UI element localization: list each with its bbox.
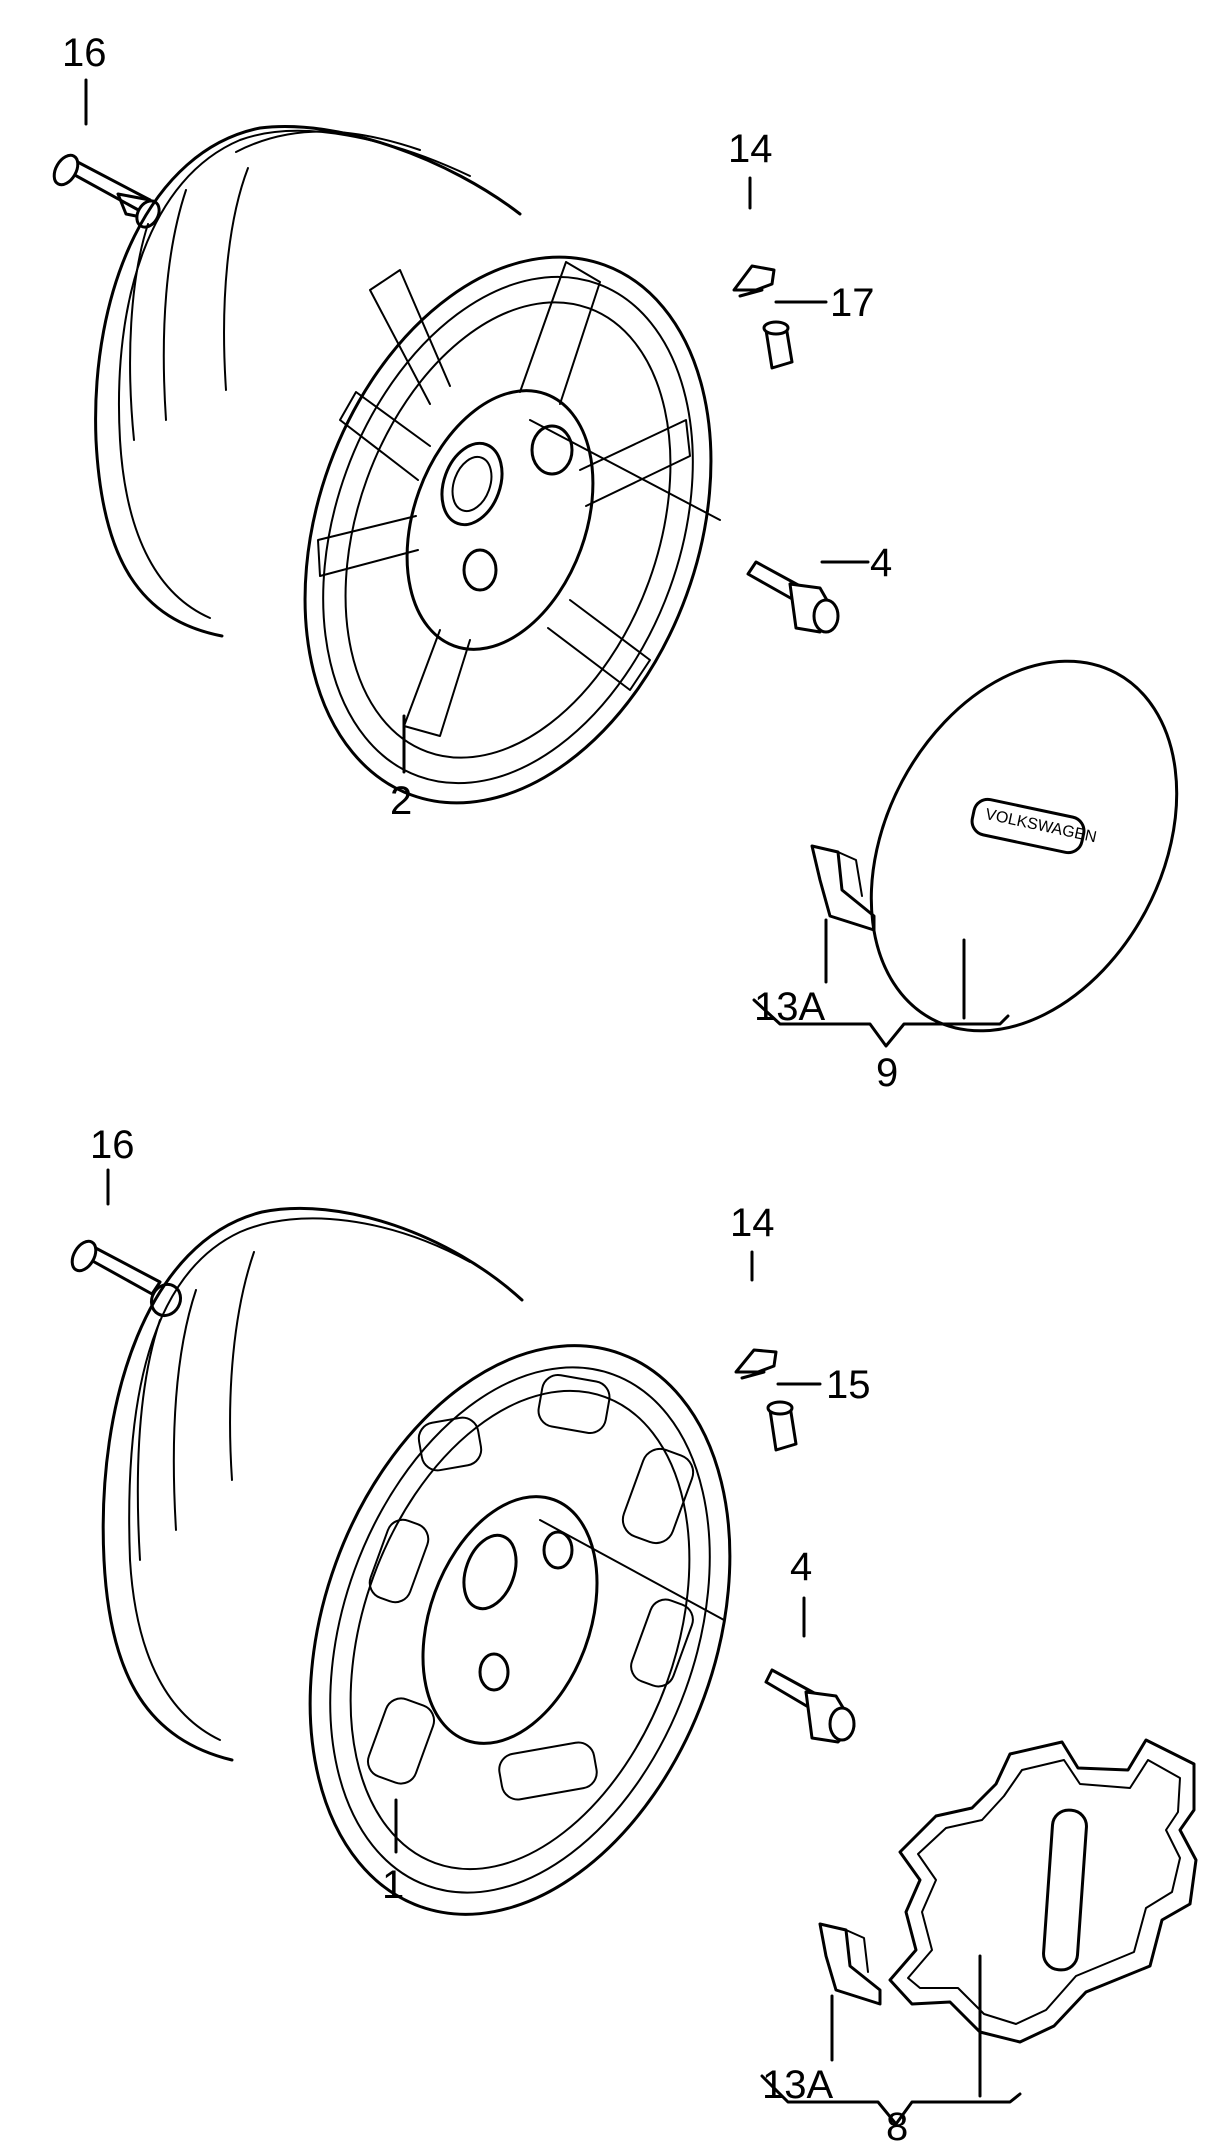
center-cap-icon [888, 1738, 1198, 2044]
label-16: 16 [62, 31, 107, 75]
lock-cylinder-icon [762, 320, 794, 370]
bolt-icon [746, 560, 840, 634]
clip-icon [818, 1922, 882, 2006]
label-4: 4 [870, 541, 892, 585]
center-cap-icon: VOLKSWAGEN [869, 659, 1179, 1033]
label-14: 14 [730, 1201, 775, 1245]
valve-stem-icon [52, 153, 161, 229]
group-bracket [760, 2074, 1022, 2126]
steel-wheel-assembly: 16 [70, 1123, 1198, 2141]
label-14: 14 [728, 127, 773, 171]
label-8: 8 [886, 2105, 908, 2141]
label-1: 1 [382, 1863, 404, 1907]
label-9: 9 [876, 1051, 898, 1095]
clip-icon [810, 844, 876, 932]
alloy-wheel-icon [94, 125, 721, 805]
label-13a: 13A [754, 985, 825, 1029]
cap-logo: VOLKSWAGEN [984, 806, 1098, 846]
bolt-icon [764, 1668, 856, 1744]
label-16: 16 [90, 1123, 135, 1167]
group-bracket [752, 998, 1010, 1048]
label-15: 15 [826, 1363, 871, 1407]
label-13a: 13A [762, 2063, 833, 2107]
alloy-wheel-assembly: 16 [52, 31, 1179, 1095]
clip-icon [734, 1348, 778, 1380]
label-2: 2 [390, 779, 412, 823]
label-17: 17 [830, 281, 875, 325]
lock-cylinder-icon [766, 1400, 798, 1452]
clip-icon [732, 264, 776, 298]
label-4: 4 [790, 1545, 812, 1589]
steel-wheel-icon [101, 1206, 732, 1916]
